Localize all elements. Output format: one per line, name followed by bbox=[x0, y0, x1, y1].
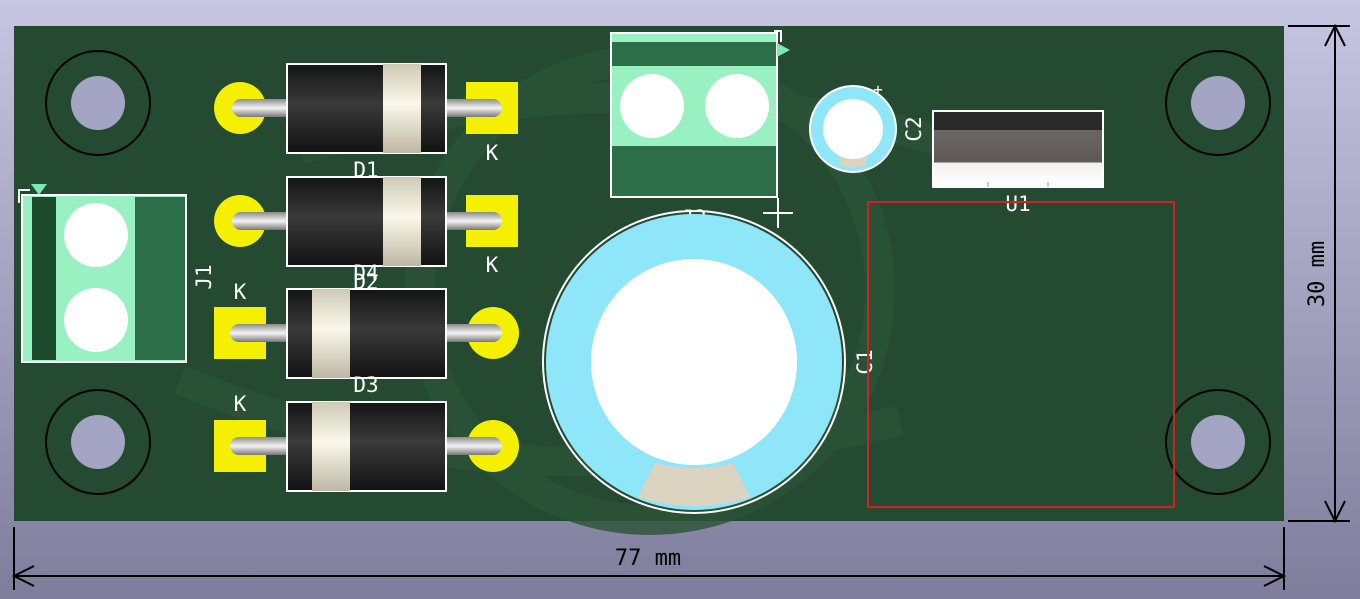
diode-d2[interactable] bbox=[214, 288, 519, 379]
label-d4: D4 bbox=[353, 261, 378, 285]
label-d1: D1 bbox=[353, 158, 378, 182]
label-c1: C1 bbox=[853, 349, 877, 374]
cathode-marker: K bbox=[486, 141, 499, 165]
label-c2-plus: + bbox=[873, 80, 883, 99]
diode-d4[interactable] bbox=[214, 176, 518, 267]
dimension-width bbox=[11, 527, 1287, 590]
dimension-height-label: 30 mm bbox=[1305, 241, 1330, 307]
regulator-u1[interactable] bbox=[932, 110, 1104, 188]
capacitor-c1[interactable] bbox=[542, 198, 846, 514]
capacitor-c2[interactable] bbox=[809, 85, 897, 173]
mounting-hole bbox=[45, 50, 151, 156]
label-u1: U1 bbox=[1005, 192, 1030, 216]
label-d3: D3 bbox=[353, 373, 378, 397]
diode-d1[interactable] bbox=[214, 63, 518, 154]
u1-courtyard bbox=[867, 201, 1175, 508]
connector-j1[interactable] bbox=[18, 184, 187, 363]
connector-j2[interactable] bbox=[610, 30, 790, 198]
dimension-height bbox=[1288, 23, 1350, 524]
mounting-hole bbox=[1165, 50, 1271, 156]
cathode-marker: K bbox=[486, 253, 499, 277]
label-j1: J1 bbox=[192, 264, 216, 289]
label-d2: D2 bbox=[353, 270, 378, 294]
dimension-width-label: 77 mm bbox=[615, 546, 681, 571]
diode-d3[interactable] bbox=[214, 401, 519, 492]
mounting-hole bbox=[1165, 389, 1271, 495]
cathode-marker: K bbox=[234, 392, 247, 416]
cathode-marker: K bbox=[234, 280, 247, 304]
mounting-hole bbox=[45, 389, 151, 495]
label-c2: C2 bbox=[902, 116, 926, 141]
